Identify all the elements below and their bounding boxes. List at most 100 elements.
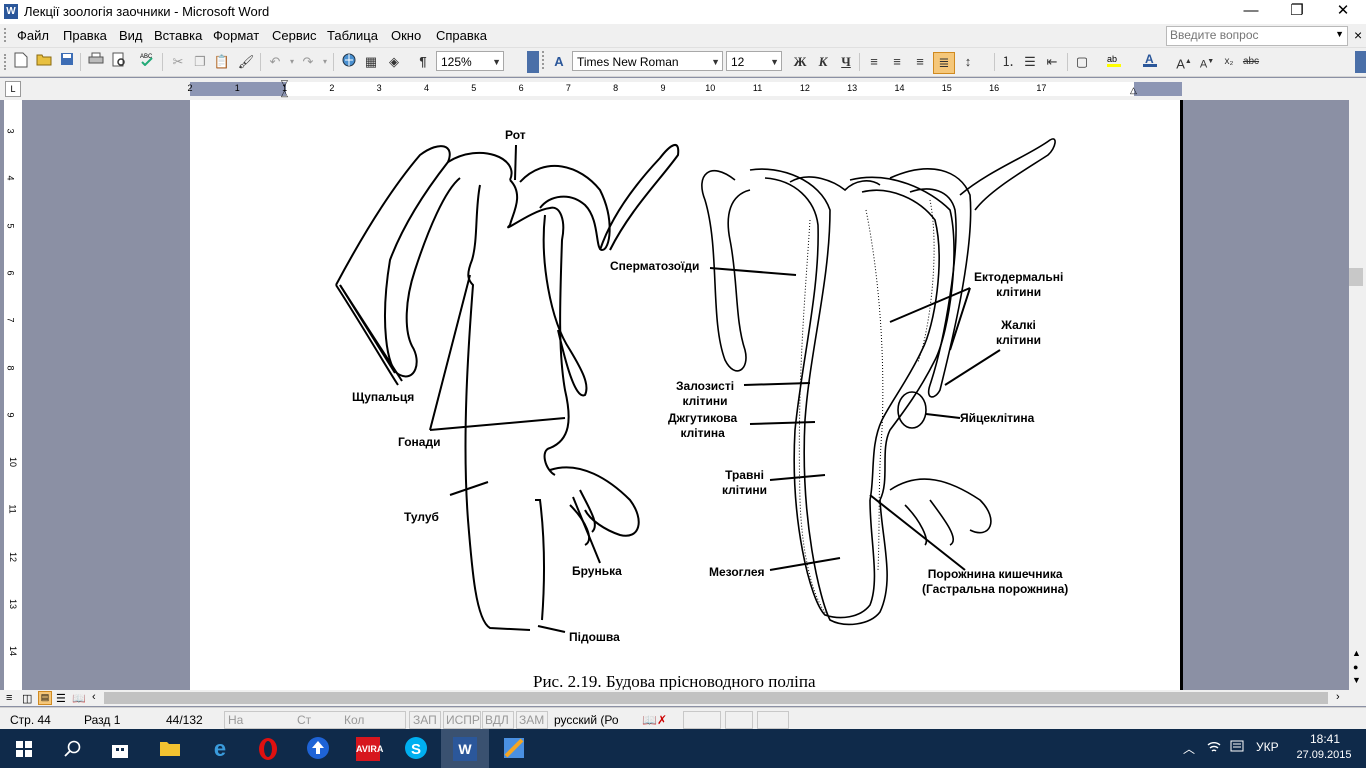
maximize-button[interactable]: ❐: [1290, 2, 1304, 19]
align-right-icon[interactable]: ≡: [916, 54, 924, 69]
horizontal-scroll-thumb[interactable]: [104, 692, 1328, 704]
toolbar-grip[interactable]: [4, 54, 9, 70]
word-app-icon[interactable]: W: [4, 4, 18, 19]
bullet-list-icon[interactable]: ☰: [1024, 54, 1036, 69]
help-search-box[interactable]: ▼: [1166, 26, 1348, 46]
toolbar-overflow-button[interactable]: [527, 51, 539, 73]
toolbar-overflow-button[interactable]: [1355, 51, 1366, 73]
chevron-down-icon[interactable]: ▼: [492, 57, 501, 67]
right-indent-marker[interactable]: △: [1130, 85, 1137, 95]
status-language[interactable]: русский (Ро: [554, 713, 619, 727]
grow-font-icon[interactable]: A▲: [1176, 56, 1192, 72]
font-name-select[interactable]: Times New Roman ▼: [572, 51, 723, 71]
print-layout-icon[interactable]: ▤: [38, 691, 52, 705]
new-document-icon[interactable]: [11, 52, 31, 72]
redo-icon[interactable]: ↷: [302, 54, 314, 69]
normal-view-icon[interactable]: ≡: [6, 692, 13, 704]
drawing-icon[interactable]: ◈: [389, 54, 399, 69]
status-ovr[interactable]: ЗАМ: [519, 713, 545, 727]
copy-icon[interactable]: ❐: [194, 54, 206, 69]
spelling-status-icon[interactable]: 📖✗: [642, 713, 667, 727]
minimize-button[interactable]: —: [1243, 2, 1259, 19]
shrink-font-icon[interactable]: A▼: [1199, 58, 1215, 71]
taskbar-edge[interactable]: e: [196, 729, 244, 768]
menu-view[interactable]: Вид: [119, 28, 143, 43]
browse-object-icon[interactable]: ●: [1353, 662, 1359, 672]
line-spacing-icon[interactable]: ↕: [964, 54, 972, 69]
chevron-down-icon[interactable]: ▾: [289, 57, 294, 66]
font-color-icon[interactable]: A: [1140, 52, 1160, 72]
italic-button[interactable]: К: [818, 54, 828, 69]
status-trk[interactable]: ИСПР: [446, 713, 480, 727]
align-left-icon[interactable]: ≡: [870, 54, 878, 69]
status-trk-box[interactable]: [443, 711, 481, 729]
borders-icon[interactable]: ▢: [1075, 54, 1089, 69]
print-icon[interactable]: [86, 52, 106, 72]
clock-date[interactable]: 27.09.2015: [1296, 749, 1352, 761]
vertical-scroll-thumb[interactable]: [1349, 268, 1363, 286]
chevron-down-icon[interactable]: ▼: [770, 57, 779, 67]
status-ovr-box[interactable]: [516, 711, 548, 729]
chevron-up-icon[interactable]: ︿: [1183, 742, 1196, 756]
taskbar-avira[interactable]: AVIRA: [344, 729, 392, 768]
scroll-left-icon[interactable]: ‹: [92, 691, 96, 703]
close-document-button[interactable]: ×: [1354, 27, 1363, 43]
bold-button[interactable]: Ж: [793, 54, 807, 69]
close-button[interactable]: ✕: [1336, 2, 1350, 19]
zoom-select[interactable]: 125% ▼: [436, 51, 504, 71]
menu-window[interactable]: Окно: [391, 28, 422, 43]
status-ext-box[interactable]: [482, 711, 514, 729]
menu-table[interactable]: Таблица: [327, 28, 378, 43]
subscript-icon[interactable]: x₂: [1224, 56, 1234, 67]
outline-view-icon[interactable]: ☰: [56, 693, 66, 705]
chevron-down-icon[interactable]: ▾: [322, 57, 327, 66]
document-page[interactable]: Рот Щупальця Гонади Тулуб Брунька Підошв…: [190, 100, 1183, 690]
underline-button[interactable]: Ч: [841, 54, 851, 69]
start-button[interactable]: [0, 729, 48, 768]
taskbar-word[interactable]: W: [441, 729, 489, 768]
status-rec[interactable]: ЗАП: [413, 713, 437, 727]
cut-icon[interactable]: ✂: [172, 54, 184, 69]
taskbar-app[interactable]: [490, 729, 538, 768]
menu-insert[interactable]: Вставка: [154, 28, 203, 43]
left-indent-marker[interactable]: △: [281, 88, 288, 98]
spelling-icon[interactable]: ABC: [137, 52, 157, 72]
task-view-button[interactable]: [96, 729, 144, 768]
menu-format[interactable]: Формат: [213, 28, 260, 43]
search-button[interactable]: [48, 729, 96, 768]
taskbar-upload[interactable]: [294, 729, 342, 768]
styles-icon[interactable]: A: [554, 54, 564, 69]
table-icon[interactable]: ▦: [364, 54, 378, 69]
menu-help[interactable]: Справка: [436, 28, 487, 43]
wifi-icon[interactable]: [1206, 740, 1222, 757]
menu-file[interactable]: Файл: [17, 28, 49, 43]
tab-selector-icon[interactable]: L: [5, 81, 21, 97]
save-icon[interactable]: [57, 52, 77, 72]
taskbar-explorer[interactable]: [146, 729, 194, 768]
input-language[interactable]: УКР: [1256, 740, 1279, 754]
numbered-list-icon[interactable]: ⒈: [1001, 54, 1015, 69]
menu-service[interactable]: Сервис: [272, 28, 317, 43]
justify-icon[interactable]: ≣: [933, 52, 955, 74]
font-size-select[interactable]: 12 ▼: [726, 51, 782, 71]
help-search-input[interactable]: [1167, 27, 1333, 43]
status-rec-box[interactable]: [409, 711, 441, 729]
status-ext[interactable]: ВДЛ: [485, 713, 509, 727]
vertical-scrollbar[interactable]: ▲ ● ▼: [1349, 78, 1366, 690]
previous-page-icon[interactable]: ▲: [1352, 648, 1361, 658]
toolbar-grip[interactable]: [542, 51, 547, 69]
show-formatting-icon[interactable]: ¶: [419, 54, 427, 69]
notifications-icon[interactable]: [1230, 740, 1244, 757]
chevron-down-icon[interactable]: ▼: [1335, 29, 1344, 39]
print-preview-icon[interactable]: [109, 52, 129, 72]
paste-icon[interactable]: 📋: [213, 54, 231, 69]
highlight-icon[interactable]: ab: [1104, 52, 1124, 72]
menu-edit[interactable]: Правка: [63, 28, 107, 43]
first-line-indent-marker[interactable]: ▽: [281, 78, 288, 88]
chevron-down-icon[interactable]: ▼: [711, 57, 720, 67]
format-painter-icon[interactable]: 🖌: [237, 54, 255, 69]
taskbar-opera[interactable]: [244, 729, 292, 768]
taskbar-skype[interactable]: S: [392, 729, 440, 768]
clock-time[interactable]: 18:41: [1309, 732, 1341, 746]
